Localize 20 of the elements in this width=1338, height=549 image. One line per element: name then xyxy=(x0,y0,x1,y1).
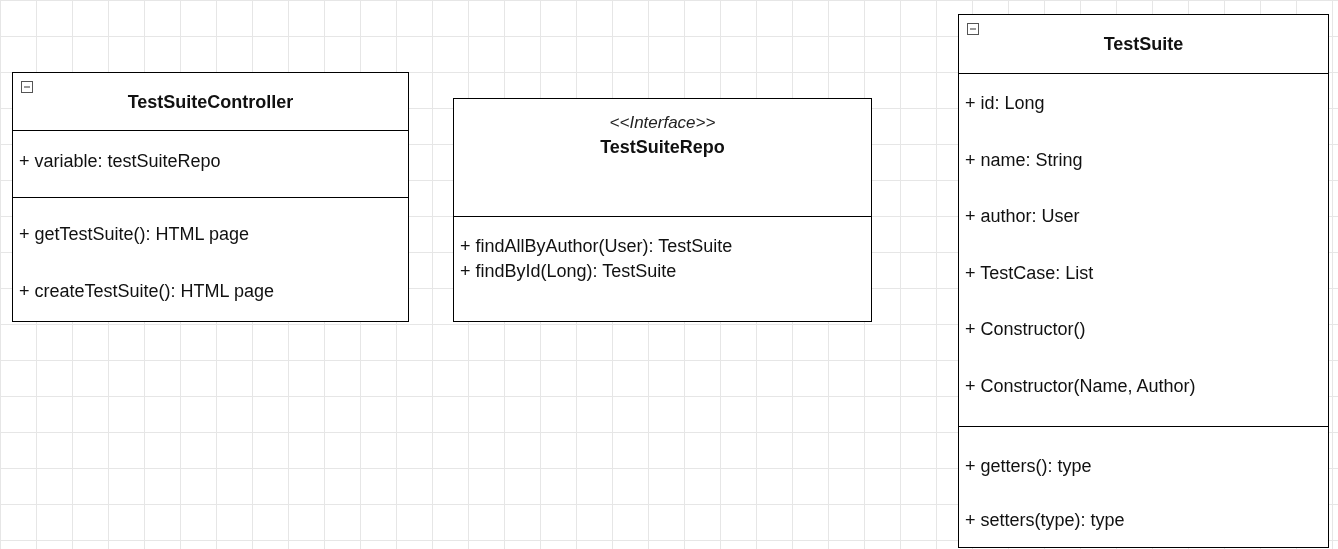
method-text: + findAllByAuthor(User): TestSuite xyxy=(460,235,733,258)
method-text: + createTestSuite(): HTML page xyxy=(19,280,274,303)
interface-box xyxy=(453,98,872,322)
class-box xyxy=(958,14,1329,548)
method-text: + setters(type): type xyxy=(965,508,1125,532)
attribute-text: + author: User xyxy=(965,205,1080,228)
class-name: TestSuiteController xyxy=(127,90,294,114)
attribute-text: + TestCase: List xyxy=(965,261,1094,285)
method-text: + getTestSuite(): HTML page xyxy=(19,223,249,246)
stereotype-label: <<Interface>> xyxy=(609,112,716,134)
attribute-text: + Constructor(Name, Author) xyxy=(965,375,1196,398)
attribute-text: + variable: testSuiteRepo xyxy=(19,150,221,173)
attribute-text: + name: String xyxy=(965,148,1083,172)
class-box xyxy=(12,72,409,322)
method-text: + getters(): type xyxy=(965,454,1092,478)
attribute-text: + Constructor() xyxy=(965,318,1086,341)
class-name: TestSuite xyxy=(1103,33,1184,56)
attribute-text: + id: Long xyxy=(965,92,1045,115)
class-name: TestSuiteRepo xyxy=(600,136,725,159)
method-text: + findById(Long): TestSuite xyxy=(460,260,677,283)
